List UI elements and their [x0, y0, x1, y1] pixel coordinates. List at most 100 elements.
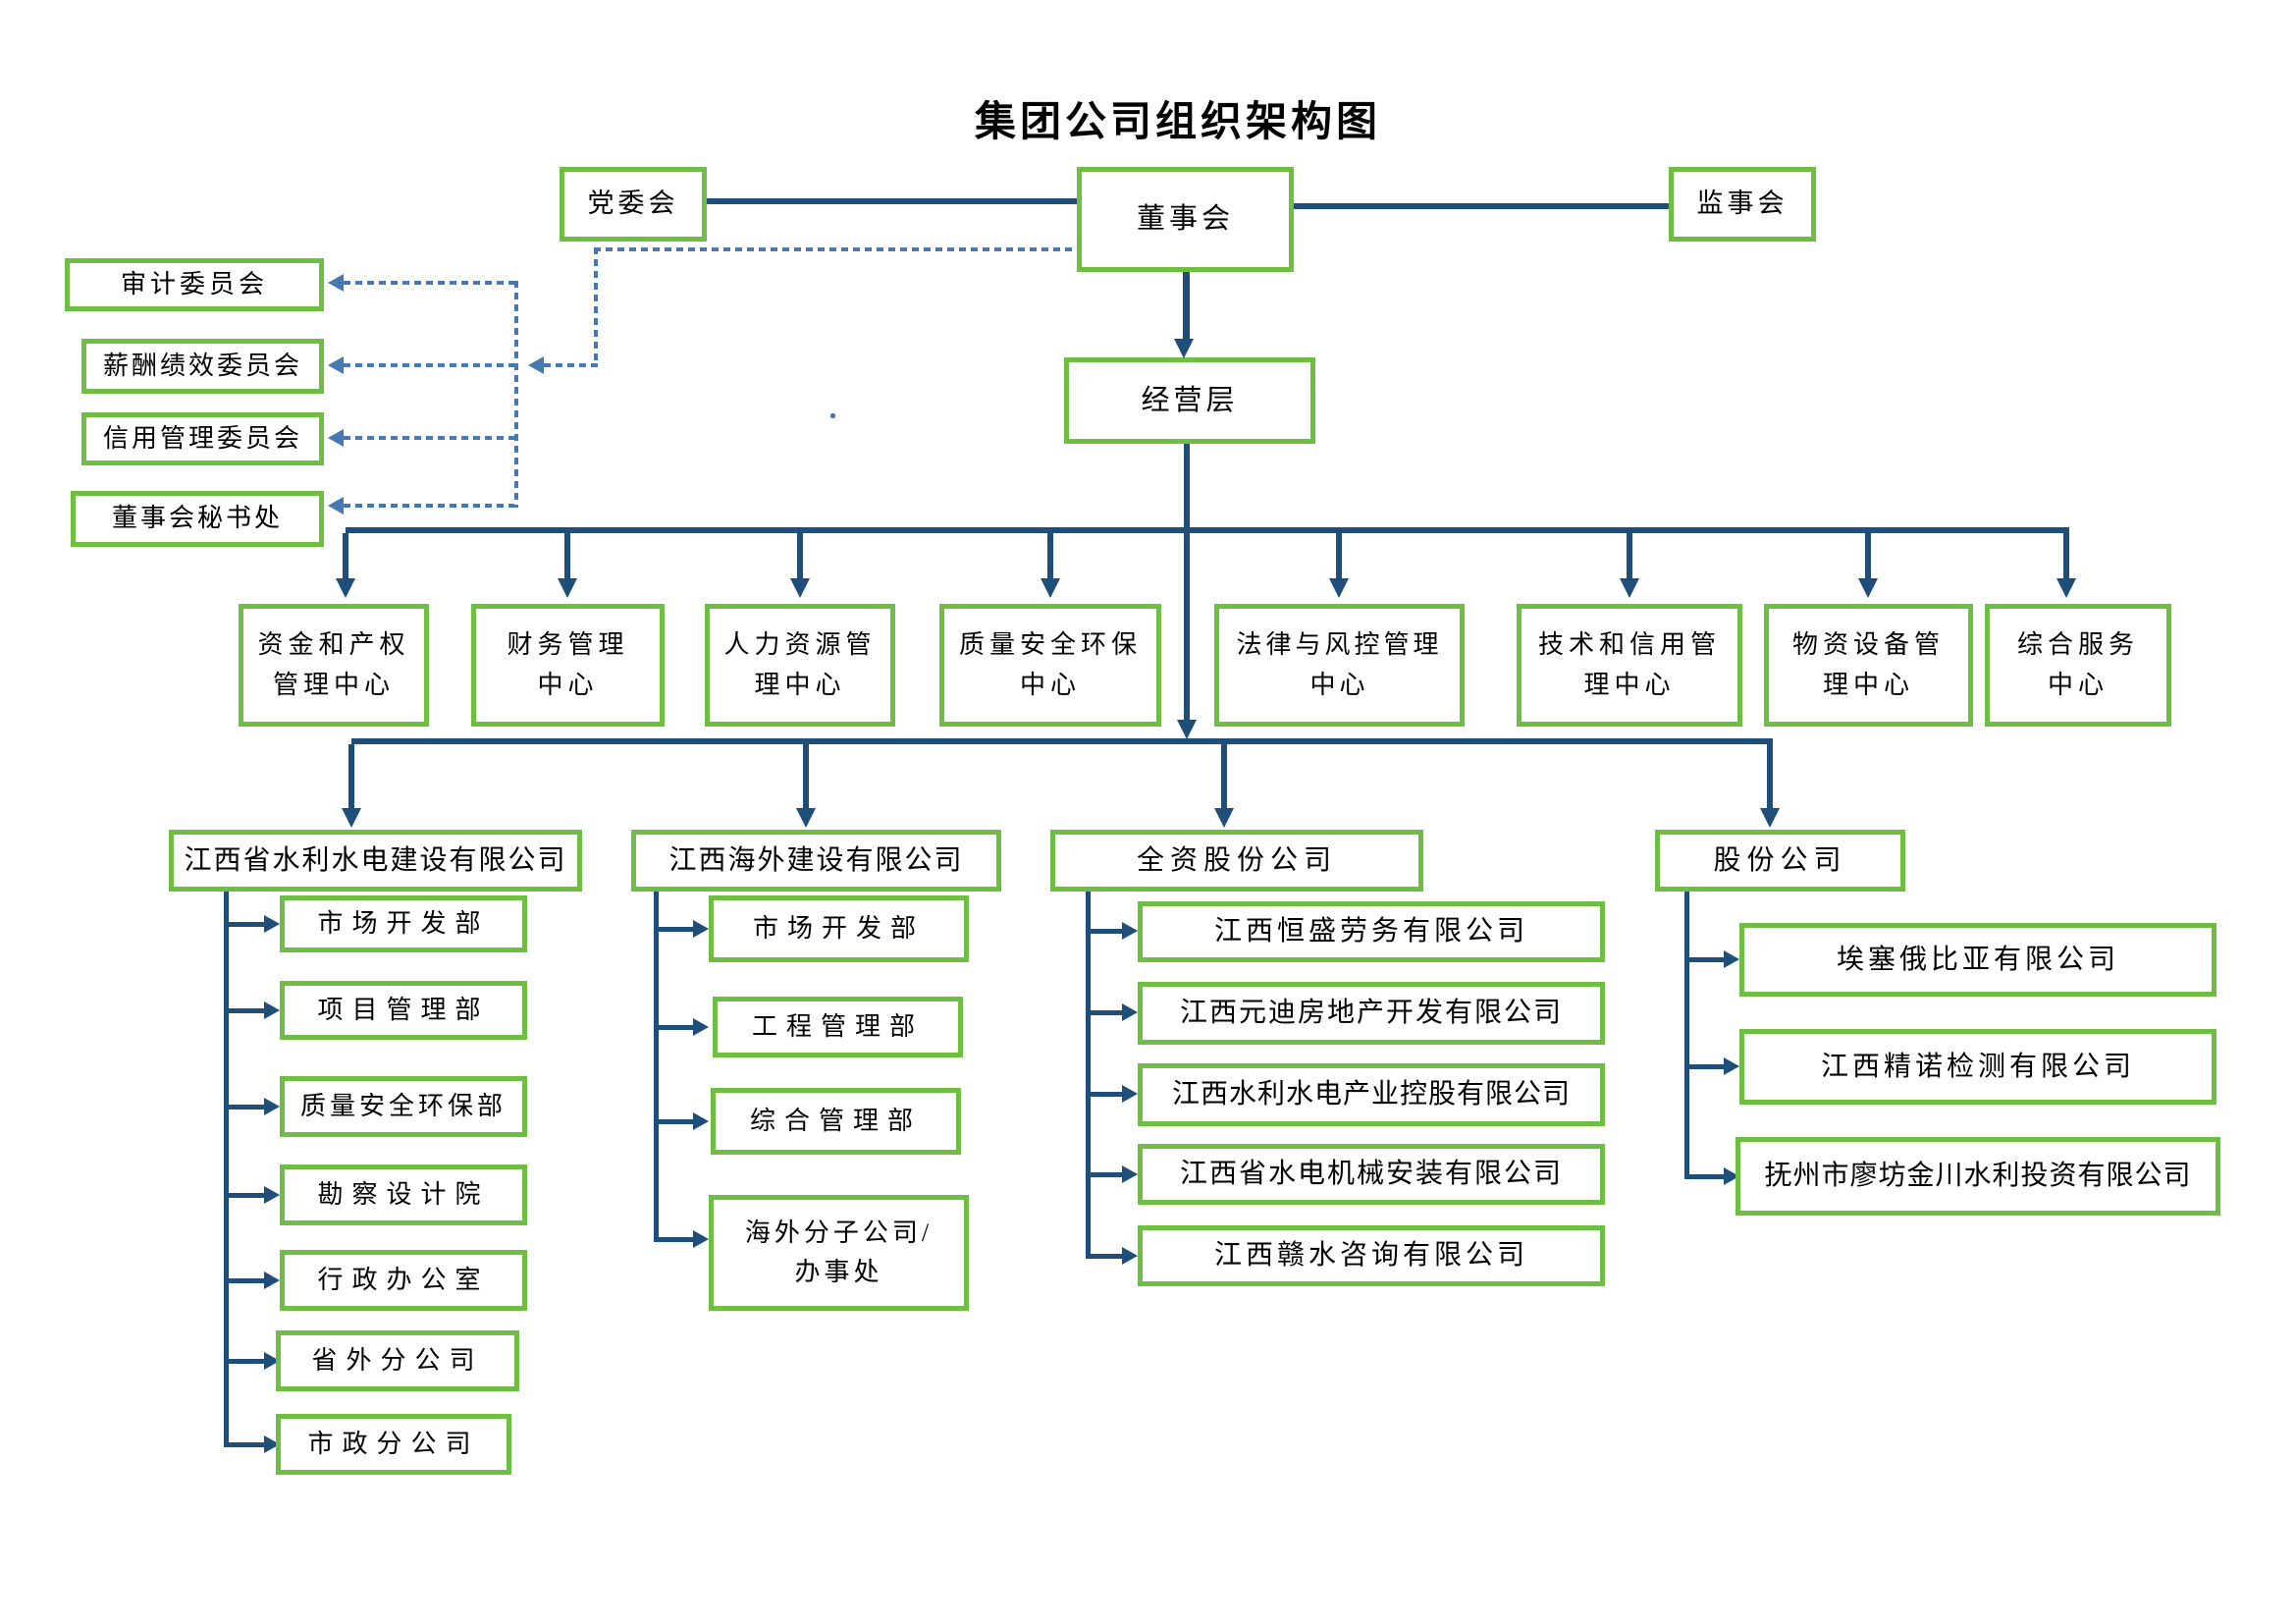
- center-line2: 理中心: [1822, 670, 1914, 699]
- tick-b3-4: [1086, 1172, 1122, 1177]
- arrow-left-audit: [328, 274, 344, 292]
- center-line2: 中心: [1309, 670, 1369, 699]
- connector-centers-bus: [346, 527, 2069, 533]
- tick-b4-2: [1684, 1064, 1724, 1069]
- node-b4-fuzhou-jinchuan-investment: 抚州市廖坊金川水利投资有限公司: [1735, 1137, 2220, 1216]
- node-b3-yuandi-realestate: 江西元迪房地产开发有限公司: [1138, 982, 1605, 1045]
- drop-branch-1: [348, 744, 354, 810]
- tick-b1-5: [224, 1278, 264, 1283]
- arrow-right-b3-4: [1122, 1165, 1138, 1183]
- stray-dot: [830, 413, 835, 418]
- arrow-branch-4: [1760, 808, 1780, 828]
- drop-branch-4: [1767, 744, 1773, 810]
- arrow-center-5: [1329, 578, 1349, 598]
- center-line1: 财务管理: [507, 630, 629, 660]
- connector-board-management-shaft: [1183, 272, 1190, 341]
- arrow-center-4: [1041, 578, 1060, 598]
- tick-b1-3: [224, 1105, 264, 1110]
- node-hr-center: 人力资源管理中心: [705, 604, 895, 727]
- arrow-left-compensation: [328, 356, 344, 374]
- dotted-line-compensation: [344, 363, 514, 367]
- tick-b2-3: [654, 1119, 693, 1124]
- node-management-layer: 经营层: [1064, 357, 1315, 444]
- tick-b1-4: [224, 1193, 264, 1198]
- drop-center-2: [564, 533, 570, 580]
- arrow-right-b1-5: [264, 1272, 280, 1289]
- center-line2: 理中心: [754, 670, 846, 699]
- arrow-center-6: [1620, 578, 1639, 598]
- node-b1-survey-design: 勘察设计院: [280, 1164, 527, 1225]
- dotted-line-secretariat: [344, 504, 514, 508]
- node-compensation-performance-committee: 薪酬绩效委员会: [81, 339, 324, 394]
- page-title: 集团公司组织架构图: [974, 98, 1381, 144]
- arrow-left-feed: [528, 356, 544, 374]
- node-branch-gufen: 股份公司: [1655, 830, 1905, 892]
- node-party-committee: 党委会: [560, 167, 707, 242]
- node-branch-quanzi: 全资股份公司: [1050, 830, 1423, 892]
- arrow-branch-3: [1214, 808, 1234, 828]
- node-legal-risk-center: 法律与风控管理中心: [1214, 604, 1465, 727]
- node-b3-machinery-installation: 江西省水电机械安装有限公司: [1138, 1144, 1605, 1205]
- center-line2: 中心: [1019, 670, 1081, 699]
- drop-branch-2: [803, 744, 809, 810]
- arrow-center-1: [336, 578, 355, 598]
- dotted-line-credit: [344, 436, 514, 440]
- arrow-right-b4-1: [1724, 950, 1739, 968]
- drop-center-7: [1865, 533, 1871, 580]
- drop-center-3: [797, 533, 803, 580]
- arrow-center-2: [558, 578, 577, 598]
- spine-branch-4: [1684, 892, 1689, 1176]
- node-b3-ganshui-consulting: 江西赣水咨询有限公司: [1138, 1225, 1605, 1286]
- arrow-down-trunk: [1177, 720, 1197, 739]
- tick-b2-4: [654, 1237, 693, 1242]
- center-line1: 综合服务: [2016, 630, 2139, 660]
- spine-branch-1: [224, 892, 229, 1444]
- node-board-of-directors: 董事会: [1077, 167, 1294, 272]
- arrow-right-b2-2: [693, 1018, 709, 1036]
- spine-branch-2: [654, 892, 659, 1239]
- center-line1: 物资设备管: [1791, 630, 1945, 660]
- node-audit-committee: 审计委员会: [65, 258, 324, 311]
- node-tech-credit-center: 技术和信用管理中心: [1517, 604, 1742, 727]
- tick-b2-2: [654, 1025, 693, 1030]
- drop-center-1: [343, 533, 348, 580]
- node-quality-safety-env-center: 质量安全环保中心: [939, 604, 1161, 727]
- arrow-left-credit: [328, 429, 344, 447]
- arrow-right-b1-3: [264, 1098, 280, 1115]
- arrow-right-b1-1: [264, 915, 280, 933]
- tick-b4-3: [1684, 1174, 1724, 1179]
- arrow-right-b3-2: [1122, 1003, 1138, 1021]
- arrow-branch-1: [342, 808, 361, 828]
- node-b2-market-dev: 市场开发部: [709, 895, 969, 962]
- tick-b1-7: [224, 1442, 264, 1447]
- center-line1: 技术和信用管: [1537, 630, 1721, 660]
- node-general-services-center: 综合服务中心: [1985, 604, 2171, 727]
- arrow-right-b3-3: [1122, 1085, 1138, 1103]
- node-finance-center: 财务管理中心: [471, 604, 665, 727]
- arrow-right-b3-1: [1122, 922, 1138, 940]
- connector-party-board: [707, 198, 1077, 204]
- tick-b3-5: [1086, 1254, 1122, 1259]
- center-line1: 人力资源管: [723, 630, 877, 660]
- node-materials-equipment-center: 物资设备管理中心: [1764, 604, 1973, 727]
- arrow-right-b2-3: [693, 1112, 709, 1130]
- center-line1: 资金和产权: [257, 630, 410, 660]
- node-b3-industry-holding: 江西水利水电产业控股有限公司: [1138, 1063, 1605, 1126]
- node-board-secretariat: 董事会秘书处: [71, 491, 324, 547]
- drop-center-5: [1336, 533, 1342, 580]
- node-credit-management-committee: 信用管理委员会: [81, 412, 324, 465]
- dotted-line-audit: [344, 281, 514, 285]
- spine-branch-3: [1086, 892, 1091, 1256]
- arrow-right-b1-2: [264, 1001, 280, 1019]
- center-line2: 中心: [2047, 670, 2109, 699]
- node-b1-admin-office: 行政办公室: [280, 1250, 527, 1311]
- node-b2-overseas-subsidiaries: 海外分子公司/ 办事处: [709, 1195, 969, 1311]
- node-b2-general-mgmt: 综合管理部: [711, 1088, 961, 1155]
- drop-center-8: [2063, 533, 2069, 580]
- tick-b3-1: [1086, 929, 1122, 934]
- node-funding-property-center: 资金和产权管理中心: [239, 604, 429, 727]
- arrow-down-management: [1174, 339, 1194, 358]
- dotted-feed-stub: [544, 363, 598, 367]
- node-b1-project-mgmt: 项目管理部: [280, 981, 527, 1040]
